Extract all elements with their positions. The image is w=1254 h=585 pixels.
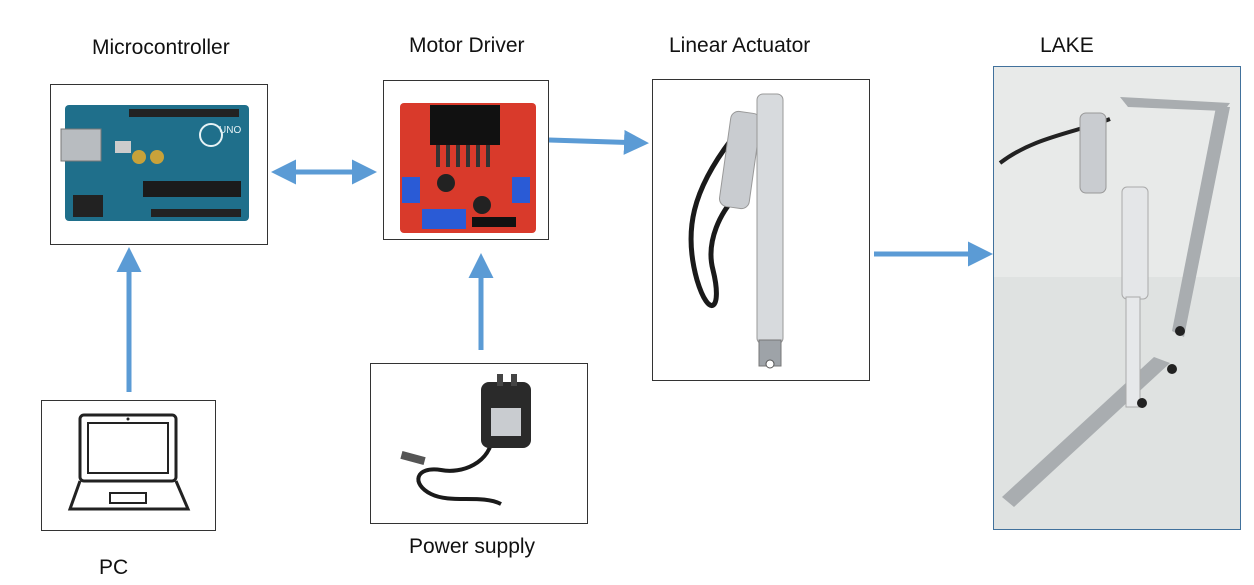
svg-text:UNO: UNO [219,125,241,136]
arduino-uno-board-icon: UNO [60,105,249,221]
l298n-driver-board-icon [400,103,536,233]
lake-label: LAKE [1040,34,1094,57]
microcontroller-box: UNO [50,84,268,245]
motor-driver-label: Motor Driver [409,34,525,57]
pc-box [41,400,216,531]
arrow-motor-driver-actuator [548,129,649,155]
linear-actuator-box [652,79,870,381]
actuator-mounted-photo-icon [994,67,1240,529]
lake-photo-box [993,66,1241,530]
motor-driver-box [383,80,549,240]
power-supply-label: Power supply [409,535,536,558]
power-adapter-icon [400,374,531,506]
linear-actuator-label: Linear Actuator [669,34,811,57]
power-supply-box [370,363,588,524]
laptop-icon [67,413,191,511]
microcontroller-label: Microcontroller [92,36,230,59]
pc-label: PC [99,556,129,579]
linear-actuator-icon [688,93,784,369]
